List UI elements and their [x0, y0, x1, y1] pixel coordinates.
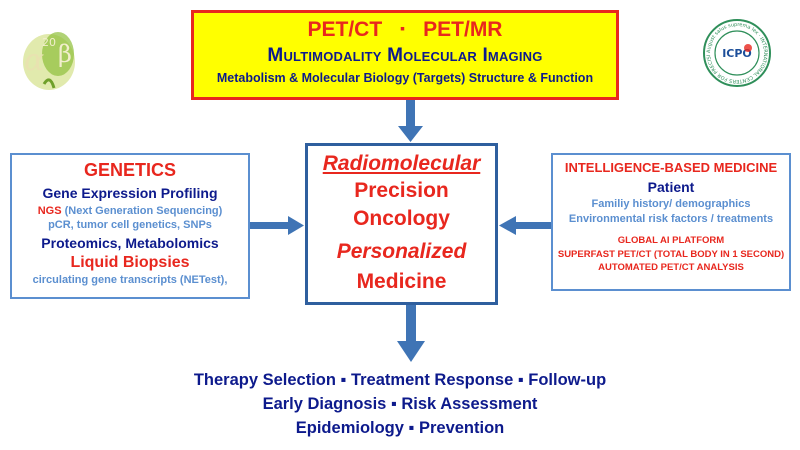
precision-oncology-box: Radiomolecular Precision Oncology Person…: [305, 143, 498, 305]
pet-ct-label: PET/CT: [307, 18, 383, 41]
arrow-top-to-center: [398, 100, 423, 142]
logo-beta-text: β: [58, 40, 72, 68]
automated-analysis-label: AUTOMATED PET/CT ANALYSIS: [598, 262, 744, 273]
imaging-title: Multimodality Molecular Imaging: [267, 45, 543, 66]
logo-superscript: 20: [42, 36, 56, 49]
pet-mr-label: PET/MR: [423, 18, 503, 41]
logo-icpo-text: ICPO: [722, 47, 752, 60]
ngs-line: NGS (Next Generation Sequencing): [12, 205, 248, 217]
alpha-beta-logo: α 20 β: [14, 24, 84, 94]
genetics-box: GENETICS Gene Expression Profiling NGS (…: [10, 153, 250, 299]
outcomes-line-2: Early Diagnosis ▪ Risk Assessment: [262, 395, 538, 413]
genetics-title: GENETICS: [83, 160, 176, 180]
radiomolecular-label: Radiomolecular: [322, 152, 481, 175]
arrow-right-to-center: [499, 216, 551, 235]
ngs-abbrev: NGS: [37, 205, 62, 217]
icpo-logo: August salus suprema lex · INTERNATIONAL…: [699, 14, 772, 88]
intelligence-title: INTELLIGENCE-BASED MEDICINE: [564, 160, 778, 175]
imaging-header-box: PET/CT ▪ PET/MR Multimodality Molecular Im…: [191, 10, 619, 100]
family-history-line: Familiy history/ demographics: [591, 198, 751, 210]
bullet-separator: ▪: [400, 20, 406, 36]
pcr-line: pCR, tumor cell genetics, SNPs: [48, 219, 212, 231]
precision-label: Precision: [354, 179, 449, 202]
liquid-biopsies-label: Liquid Biopsies: [70, 254, 190, 271]
proteomics-label: Proteomics, Metabolomics: [41, 235, 219, 251]
outcomes-line-3: Epidemiology ▪ Prevention: [295, 419, 505, 437]
arrow-left-to-center: [250, 216, 304, 235]
logo-alpha-text: α: [24, 43, 44, 78]
outcomes-text: Therapy Selection ▪ Treatment Response ▪…: [0, 368, 800, 440]
superfast-label: SUPERFAST PET/CT (TOTAL BODY IN 1 SECOND…: [557, 249, 785, 260]
circulating-line: circulating gene transcripts (NETest),: [32, 274, 228, 286]
outcomes-line-1: Therapy Selection ▪ Treatment Response ▪…: [193, 371, 607, 389]
medicine-label: Medicine: [356, 270, 447, 293]
ngs-full: (Next Generation Sequencing): [61, 205, 223, 217]
modalities-line: PET/CT ▪ PET/MR: [194, 18, 616, 42]
arrow-center-to-bottom: [397, 305, 425, 362]
environmental-line: Environmental risk factors / treatments: [568, 213, 774, 225]
intelligence-medicine-box: INTELLIGENCE-BASED MEDICINE Patient Fami…: [551, 153, 791, 291]
ai-platform-label: GLOBAL AI PLATFORM: [617, 235, 725, 246]
imaging-subtitle: Metabolism & Molecular Biology (Targets)…: [216, 71, 594, 85]
gene-expression-label: Gene Expression Profiling: [42, 185, 218, 201]
personalized-label: Personalized: [336, 240, 467, 263]
patient-label: Patient: [647, 179, 695, 195]
oncology-label: Oncology: [353, 207, 450, 230]
